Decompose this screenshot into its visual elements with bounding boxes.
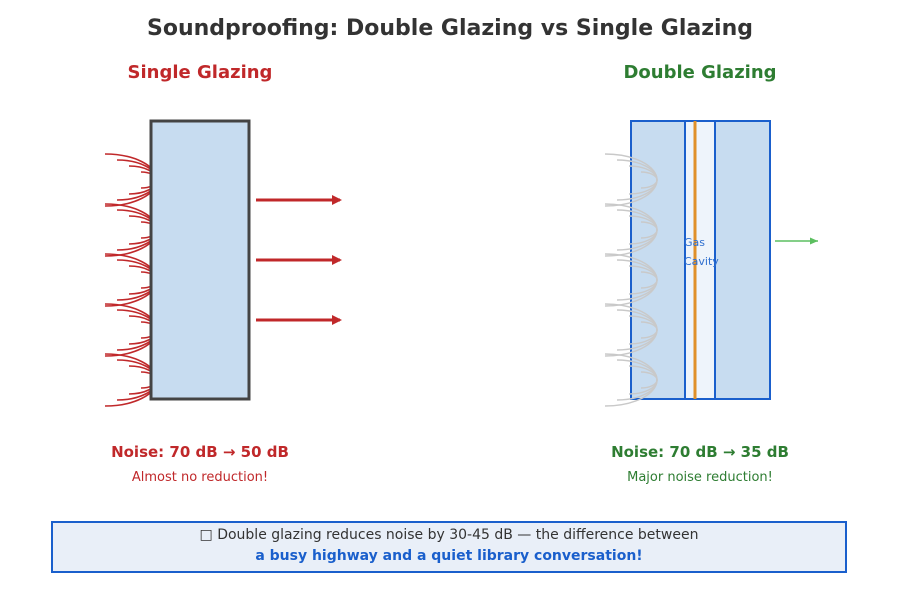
double-noise-result: Noise: 70 dB → 35 dB (611, 443, 789, 461)
sound-wave-arc (640, 271, 658, 289)
info-callout: □ Double glazing reduces noise by 30-45 … (51, 521, 847, 573)
sound-wave-arc (640, 371, 658, 389)
page-title: Soundproofing: Double Glazing vs Single … (147, 16, 753, 41)
single-glazing-heading: Single Glazing (128, 62, 273, 83)
double-glazing-heading: Double Glazing (623, 62, 776, 83)
single-noise-result: Noise: 70 dB → 50 dB (111, 443, 289, 461)
double-caption: Major noise reduction! (627, 470, 773, 485)
cavity-label-line1: Gas (684, 236, 705, 249)
sound-wave-arc (640, 321, 658, 339)
callout-text-line2: a busy highway and a quiet library conve… (255, 548, 643, 564)
sound-waves-incoming (104, 153, 158, 407)
inner-glass-pane (714, 120, 771, 400)
single-caption: Almost no reduction! (132, 470, 268, 485)
callout-text-line1: □ Double glazing reduces noise by 30-45 … (199, 527, 699, 543)
cavity-label-line2: Cavity (684, 255, 719, 268)
sound-wave-arc (640, 171, 658, 189)
single-glass-pane (149, 119, 251, 401)
sound-waves-dampened (604, 153, 658, 407)
gas-cavity (685, 121, 715, 399)
sound-wave-arc (640, 221, 658, 239)
